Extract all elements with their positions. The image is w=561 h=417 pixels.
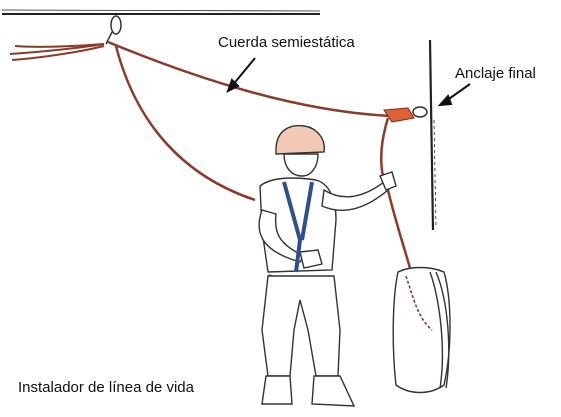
semistatic-rope	[107, 40, 393, 118]
rope-label: Cuerda semiestática	[218, 34, 355, 51]
helmet	[275, 124, 325, 155]
rope-pointer-arrow	[226, 57, 256, 94]
final-anchor-device	[383, 106, 428, 123]
rope-tail	[9, 43, 105, 61]
top-beam	[1, 9, 321, 15]
rope-to-bag	[380, 117, 414, 276]
initial-anchor	[105, 15, 122, 45]
right-post	[428, 39, 437, 231]
installer-caption: Instalador de línea de vida	[18, 379, 194, 396]
rope-bag	[392, 266, 451, 394]
rope-to-worker	[114, 45, 256, 202]
final-anchor-label: Anclaje final	[455, 65, 536, 82]
anchor-pointer-arrow	[437, 83, 471, 107]
worker-figure	[258, 124, 397, 407]
